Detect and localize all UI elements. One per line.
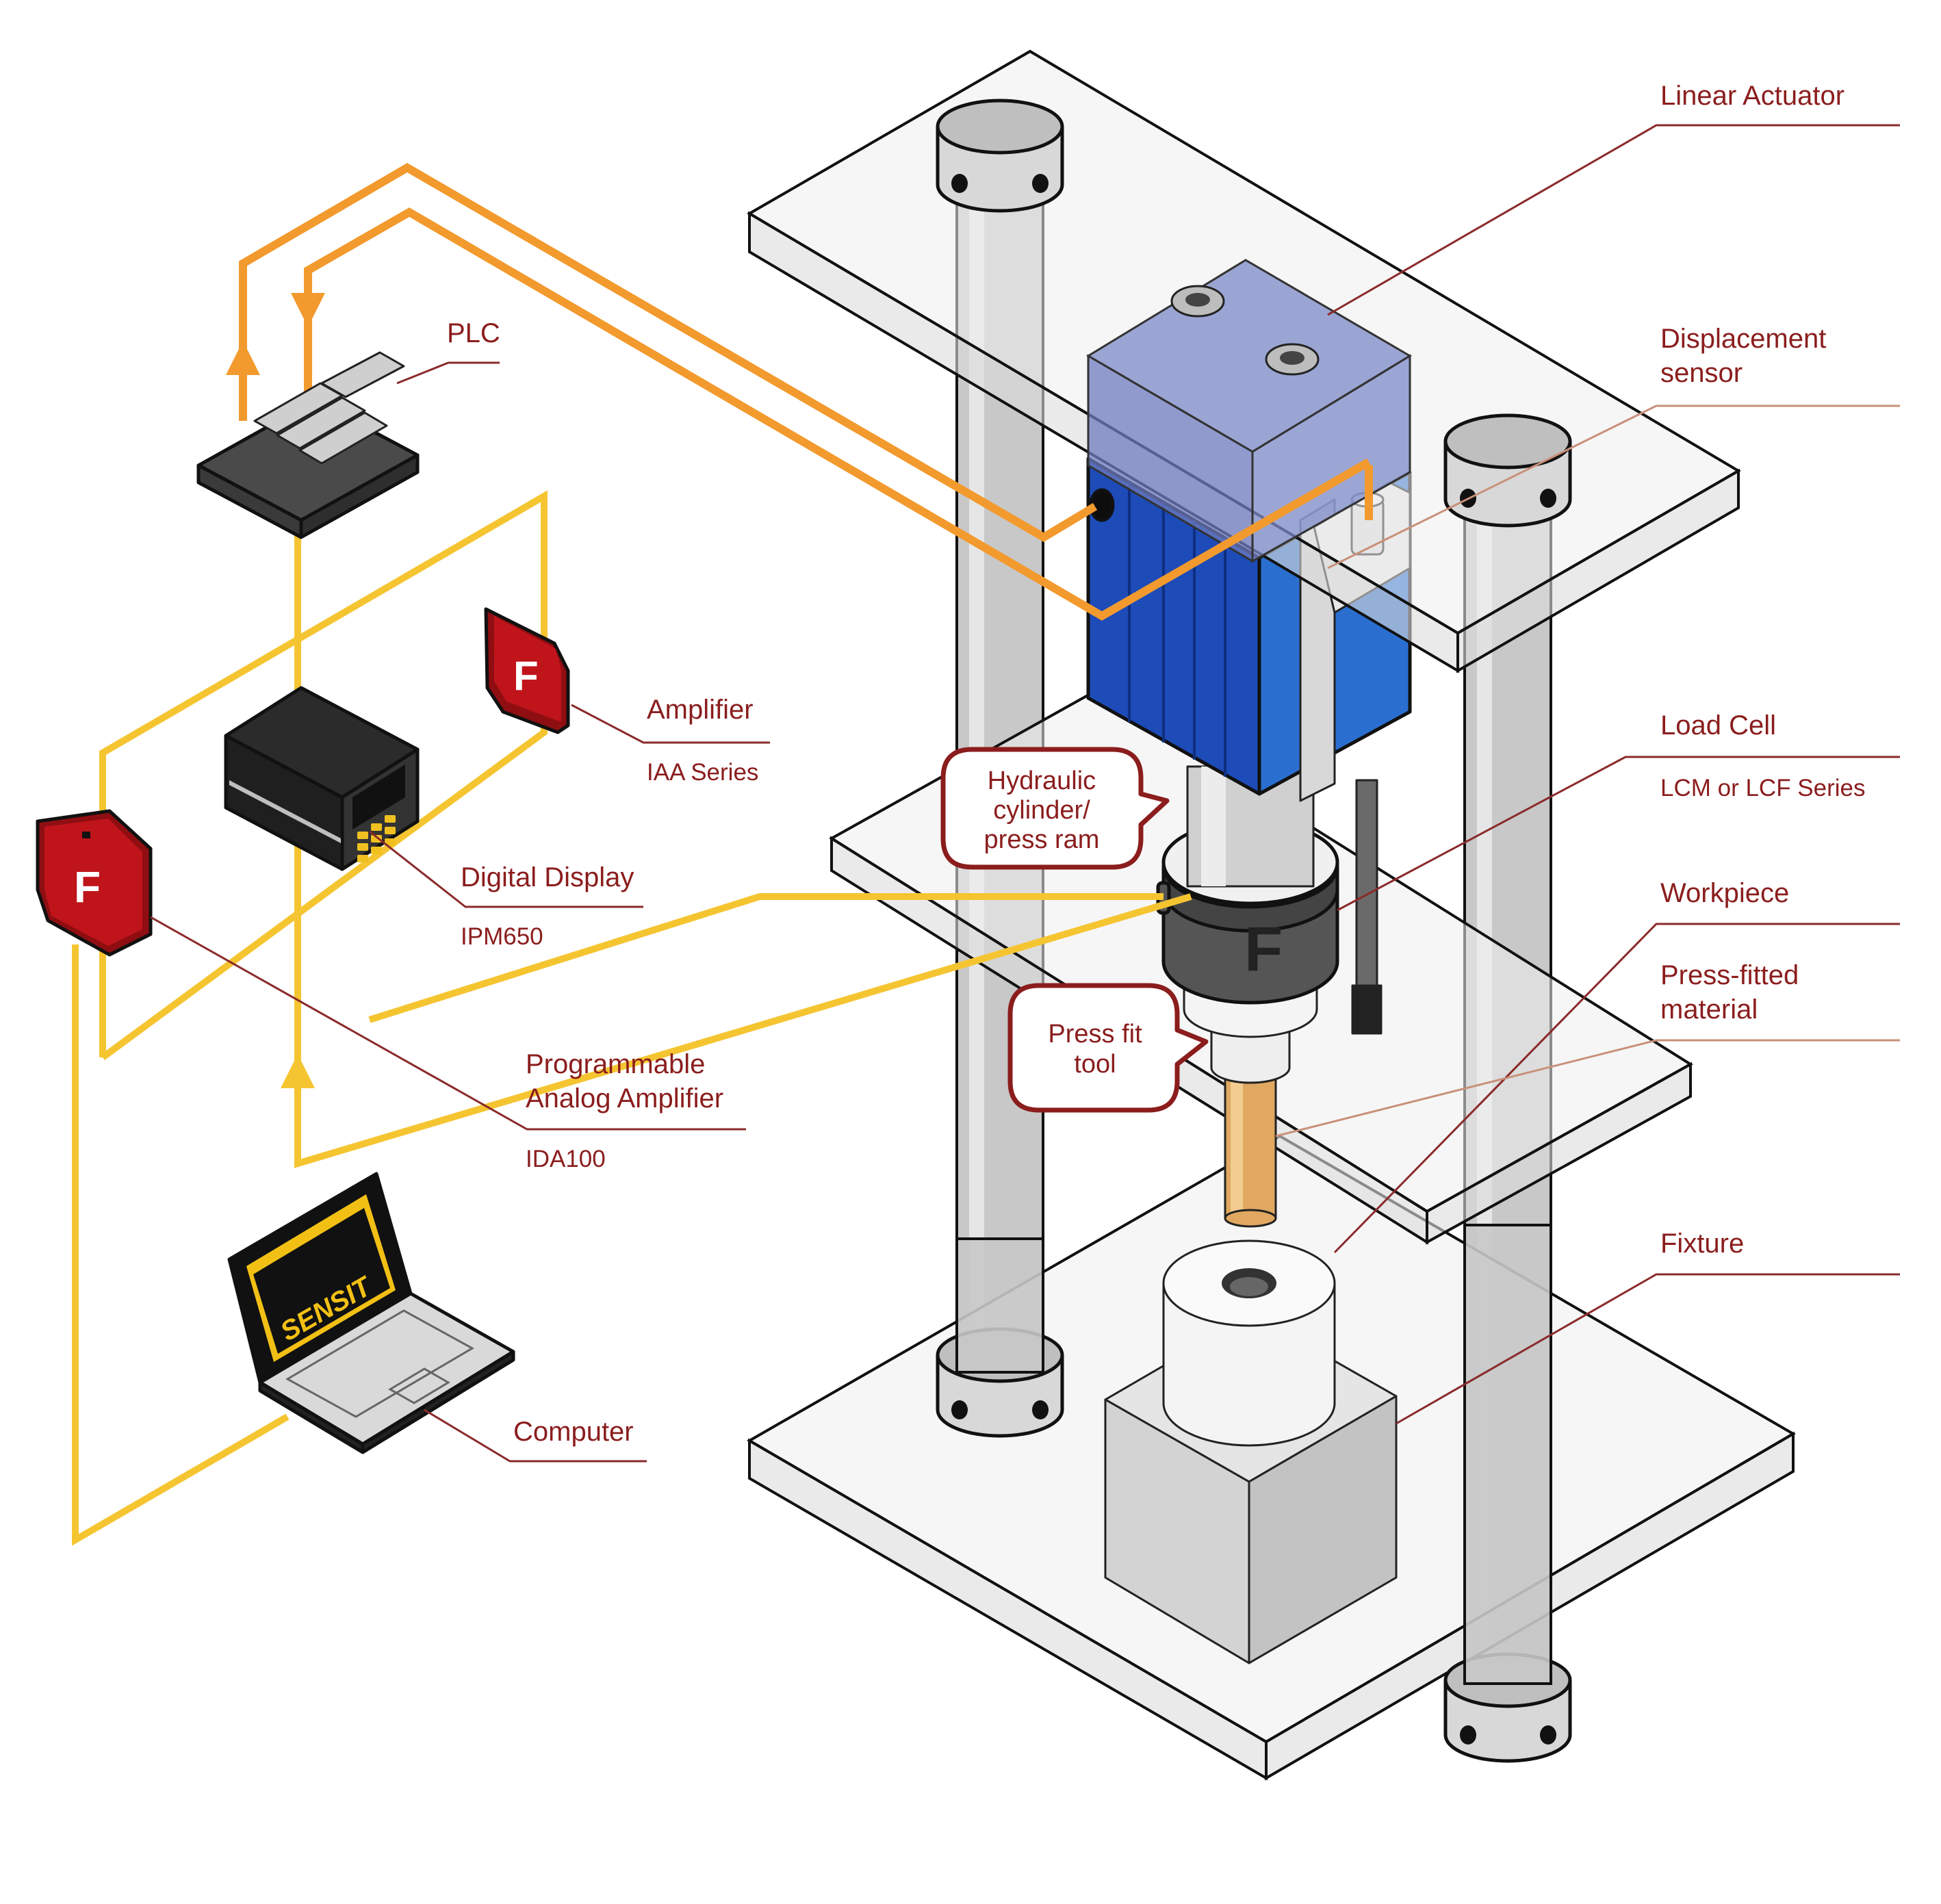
callout-hydraulic-line2: cylinder/ bbox=[993, 796, 1090, 825]
labels: Linear Actuator Displacement sensor PLC … bbox=[447, 81, 1866, 1447]
label-press-fitted-1: Press-fitted bbox=[1660, 960, 1799, 990]
front-rod-segment bbox=[955, 1224, 1552, 1685]
label-displacement-1: Displacement bbox=[1660, 324, 1826, 354]
label-digital-display: Digital Display bbox=[461, 862, 634, 892]
amplifier-logo-icon: F bbox=[513, 653, 539, 699]
orange-wires bbox=[226, 163, 1373, 621]
top-collar-left bbox=[936, 99, 1064, 213]
leader-lines bbox=[150, 124, 1900, 1463]
callout-press-fit-line1: Press fit bbox=[1048, 1020, 1142, 1049]
callout-hydraulic: Hydraulic cylinder/ press ram bbox=[940, 747, 1170, 870]
plc-device bbox=[196, 351, 420, 539]
label-workpiece: Workpiece bbox=[1660, 878, 1789, 908]
label-displacement-2: sensor bbox=[1660, 358, 1743, 388]
callout-hydraulic-line1: Hydraulic bbox=[988, 767, 1096, 795]
top-collar-right bbox=[1443, 413, 1572, 528]
label-amplifier-series: IAA Series bbox=[647, 759, 758, 786]
plc-modules bbox=[253, 351, 405, 465]
load-cell-logo-icon: F bbox=[1244, 914, 1283, 984]
label-fixture: Fixture bbox=[1660, 1228, 1744, 1259]
label-press-fitted-2: material bbox=[1660, 994, 1758, 1025]
label-computer: Computer bbox=[513, 1417, 634, 1447]
label-prog-amp-2: Analog Amplifier bbox=[526, 1083, 723, 1114]
callout-hydraulic-line3: press ram bbox=[984, 825, 1100, 854]
label-linear-actuator: Linear Actuator bbox=[1660, 81, 1844, 111]
amplifier-device: F bbox=[484, 607, 570, 734]
label-prog-amp-1: Programmable bbox=[526, 1049, 705, 1079]
computer-laptop: SENSIT bbox=[227, 1172, 515, 1454]
prog-amp-logo-icon: F bbox=[74, 862, 101, 912]
label-amplifier: Amplifier bbox=[647, 695, 754, 725]
workpiece bbox=[1162, 1239, 1336, 1447]
display-keypad bbox=[357, 815, 396, 862]
digital-display-device bbox=[224, 686, 420, 871]
label-plc: PLC bbox=[447, 318, 500, 348]
callout-press-fit-line2: tool bbox=[1074, 1050, 1116, 1079]
label-digital-display-model: IPM650 bbox=[461, 923, 543, 950]
callout-press-fit: Press fit tool bbox=[1007, 983, 1209, 1113]
programmable-amplifier-device: F bbox=[36, 809, 153, 957]
label-prog-amp-model: IDA100 bbox=[526, 1146, 606, 1172]
label-load-cell-series: LCM or LCF Series bbox=[1660, 775, 1866, 801]
label-load-cell: Load Cell bbox=[1660, 710, 1776, 741]
